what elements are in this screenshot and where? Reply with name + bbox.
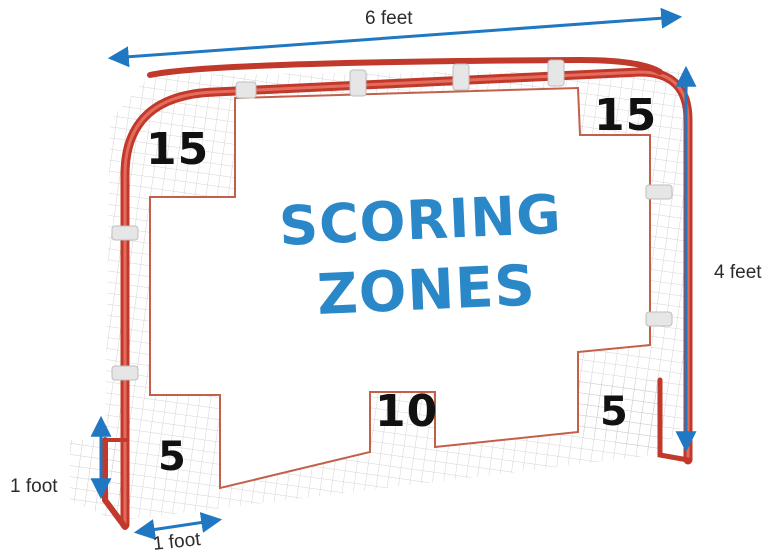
side-height-label: 1 foot (10, 476, 58, 498)
zone-bottom-center-value: 10 (375, 390, 438, 434)
zone-top-left-value: 15 (146, 128, 209, 172)
zone-bottom-right-value: 5 (600, 392, 629, 432)
width-label: 6 feet (365, 8, 413, 30)
height-label: 4 feet (714, 262, 762, 284)
zone-top-right-value: 15 (594, 94, 657, 138)
scoring-title: SCORING (278, 188, 563, 254)
zones-title: ZONES (316, 258, 537, 323)
zone-bottom-left-value: 5 (158, 437, 187, 477)
